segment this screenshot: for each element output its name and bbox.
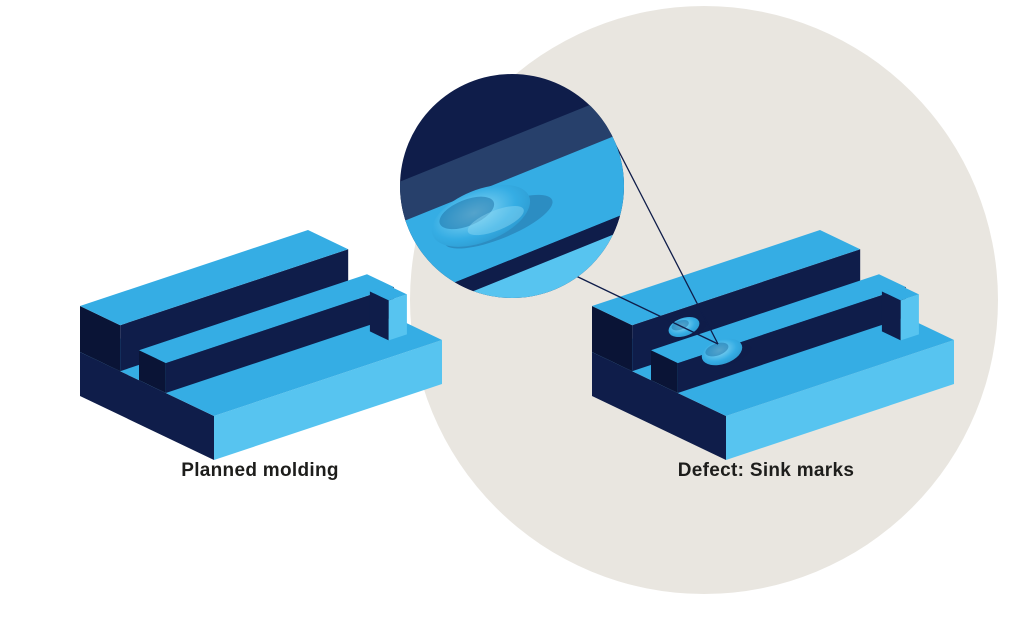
leader-line-upper xyxy=(612,139,719,345)
leader-lines xyxy=(575,139,719,345)
caption-planned-molding: Planned molding xyxy=(181,460,339,481)
planned-molding-illustration xyxy=(80,230,442,460)
inset-band-mid-navy xyxy=(400,80,624,242)
inset-sink-mark xyxy=(431,184,553,249)
caption-defect-sink-marks: Defect: Sink marks xyxy=(677,460,855,481)
sink-mark-large xyxy=(701,338,752,367)
leader-line-lower xyxy=(575,275,719,345)
